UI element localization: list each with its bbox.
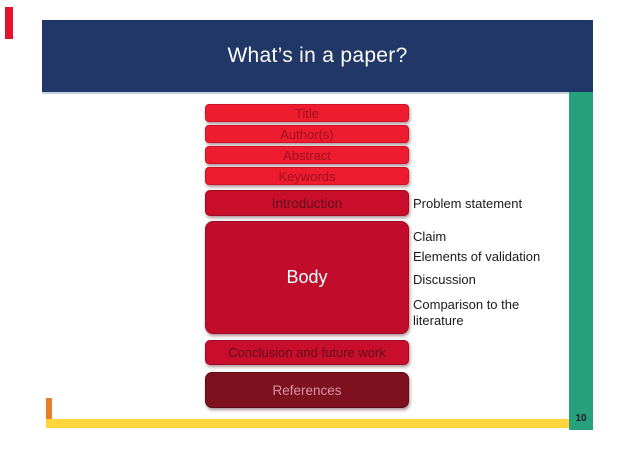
diagram-box-references: References <box>205 372 409 408</box>
slide-title-bar: What’s in a paper? <box>42 20 593 92</box>
yellow-bottom-bar <box>46 419 569 428</box>
diagram-box-body: Body <box>205 221 409 334</box>
annotation-problem-statement: Problem statement <box>413 196 523 211</box>
page-number: 10 <box>575 413 587 424</box>
diagram-box-authors: Author(s) <box>205 125 409 143</box>
slide-title: What’s in a paper? <box>227 44 408 67</box>
diagram-box-conclusion: Conclusion and future work <box>205 340 409 365</box>
diagram-box-label: References <box>272 382 342 398</box>
annotation-comparison-to-literature: Comparison to the literature <box>413 297 520 328</box>
diagram-box-abstract: Abstract <box>205 146 409 164</box>
diagram-box-introduction: Introduction <box>205 190 409 216</box>
diagram-box-title: Title <box>205 104 409 122</box>
annotation-claim: Claim <box>413 229 447 244</box>
diagram-box-keywords: Keywords <box>205 167 409 185</box>
diagram-box-label: Author(s) <box>280 126 334 142</box>
diagram-box-label: Body <box>286 267 328 287</box>
annotation-elements-of-validation: Elements of validation <box>413 249 541 264</box>
red-accent-bar <box>5 7 13 39</box>
diagram-box-label: Introduction <box>271 195 343 211</box>
orange-accent-bar <box>46 398 52 419</box>
diagram-box-label: Keywords <box>278 168 336 184</box>
diagram-box-label: Abstract <box>283 147 331 163</box>
diagram-box-label: Conclusion and future work <box>228 345 386 360</box>
annotation-discussion: Discussion <box>413 272 476 287</box>
diagram-box-label: Title <box>294 105 320 121</box>
teal-side-bar <box>569 92 593 430</box>
